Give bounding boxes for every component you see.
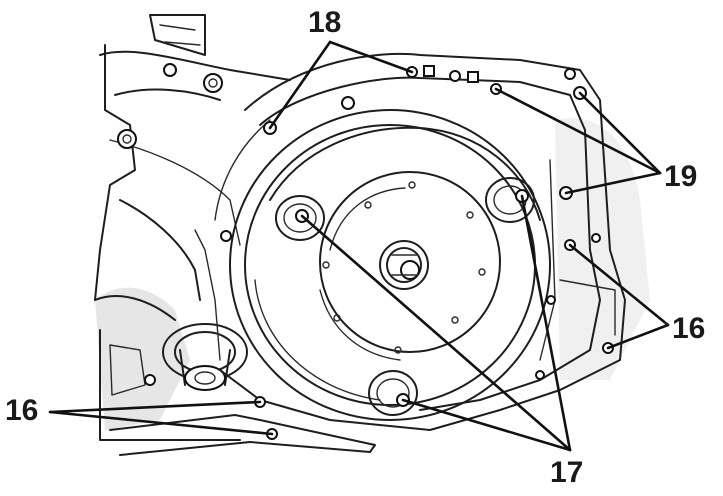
shaded-region-right [555,118,650,381]
leader-17-a [300,214,572,452]
callout-19: 19 [664,160,697,193]
leader-16r-b [606,323,670,350]
leader-18-left [268,40,332,130]
callout-17: 17 [550,456,583,489]
right-bolts [535,186,614,380]
leader-16l-b [48,410,274,436]
leader-18-right [328,40,414,74]
leader-16r-a [568,243,670,327]
leader-19-b [578,91,662,175]
leader-19-a [494,87,662,175]
flange-outline [194,52,626,431]
leader-17-c [401,398,572,452]
housing-left [94,14,376,456]
shaded-region-left [95,287,190,430]
leader-16l-a [48,400,262,414]
callout-18: 18 [308,6,341,39]
callout-16-left: 16 [5,394,38,427]
center-hub [379,240,429,290]
callout-16-right: 16 [672,312,705,345]
leader-lines [48,40,670,452]
output-shaft [162,323,248,391]
torque-converter [229,109,551,421]
leader-17-b [520,194,572,452]
leader-19-c [564,171,662,195]
